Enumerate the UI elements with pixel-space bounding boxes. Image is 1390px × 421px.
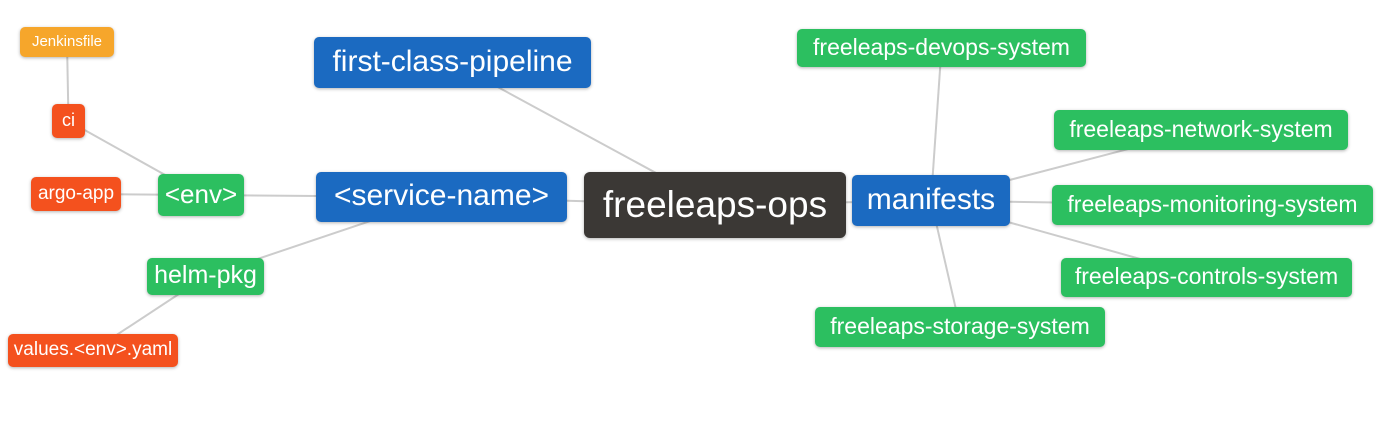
node-label: manifests [866, 182, 996, 216]
node-label: freeleaps-storage-system [830, 312, 1090, 339]
node-label: helm-pkg [154, 261, 257, 289]
node-label: freeleaps-network-system [1069, 115, 1333, 142]
node-helm-pkg[interactable]: helm-pkg [147, 258, 264, 295]
node-env[interactable]: <env> [158, 174, 244, 216]
node-freeleaps-monitoring-system[interactable]: freeleaps-monitoring-system [1052, 185, 1373, 225]
node-label: Jenkinsfile [31, 32, 103, 50]
node-label: freeleaps-controls-system [1074, 263, 1339, 289]
node-label: <service-name> [333, 179, 550, 212]
node-label: freeleaps-devops-system [813, 33, 1070, 60]
node-manifests[interactable]: manifests [852, 175, 1010, 226]
node-first-class-pipeline[interactable]: first-class-pipeline [314, 37, 591, 88]
node-jenkinsfile[interactable]: Jenkinsfile [20, 27, 114, 57]
node-label: argo-app [37, 182, 115, 204]
node-freeleaps-storage-system[interactable]: freeleaps-storage-system [815, 307, 1105, 347]
node-label: values.<env>.yaml [13, 339, 173, 360]
node-freeleaps-controls-system[interactable]: freeleaps-controls-system [1061, 258, 1352, 297]
node-freeleaps-ops[interactable]: freeleaps-ops [584, 172, 846, 238]
node-label: freeleaps-ops [602, 183, 828, 225]
node-ci[interactable]: ci [52, 104, 85, 138]
node-label: ci [62, 110, 75, 130]
node-freeleaps-devops-system[interactable]: freeleaps-devops-system [797, 29, 1086, 67]
node-label: first-class-pipeline [332, 44, 573, 78]
node-values-env-yaml[interactable]: values.<env>.yaml [8, 334, 178, 367]
node-service-name[interactable]: <service-name> [316, 172, 567, 222]
node-label: freeleaps-monitoring-system [1067, 190, 1358, 217]
node-freeleaps-network-system[interactable]: freeleaps-network-system [1054, 110, 1348, 150]
node-argo-app[interactable]: argo-app [31, 177, 121, 211]
node-label: <env> [164, 179, 238, 209]
